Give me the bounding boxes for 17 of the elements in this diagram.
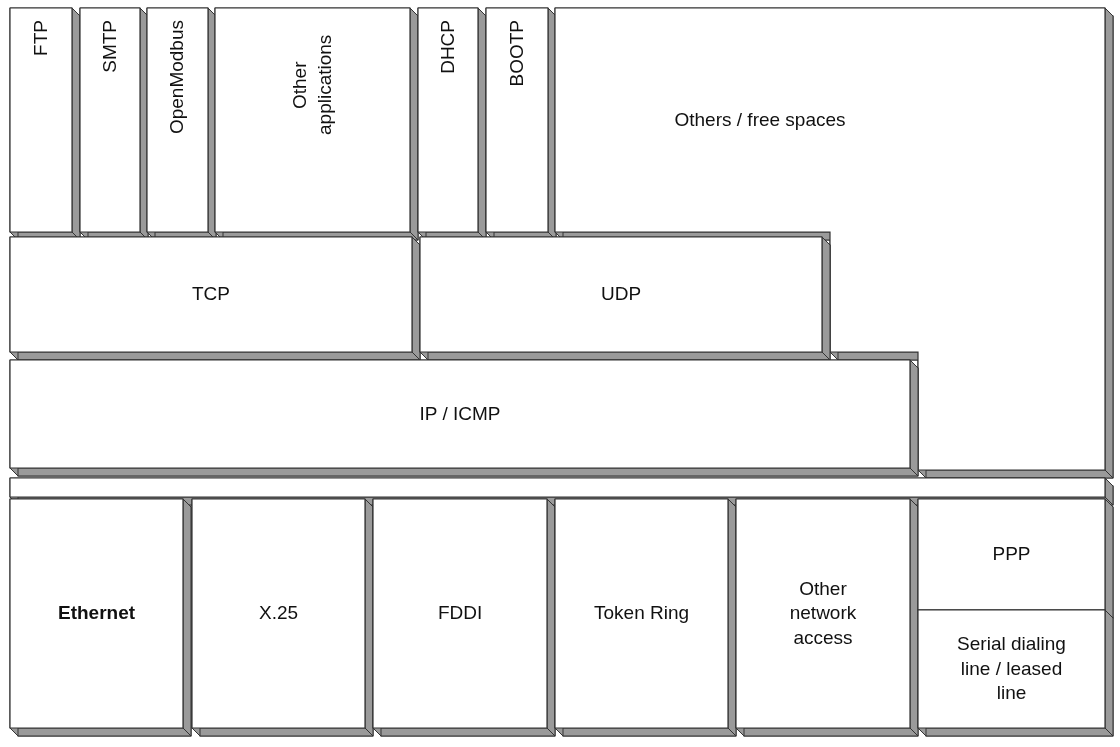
protocol-label: Ethernet bbox=[58, 601, 136, 625]
protocol-label: OpenModbus bbox=[165, 20, 188, 135]
protocol-label: X.25 bbox=[259, 601, 299, 625]
protocol-label: FTP bbox=[28, 20, 52, 56]
protocol-label: Other network access bbox=[788, 576, 858, 650]
protocol-label: Serial dialing line / leased line bbox=[956, 632, 1067, 706]
protocol-label: BOOTP bbox=[504, 20, 528, 87]
protocol-label: DHCP bbox=[435, 20, 459, 74]
protocol-label: Token Ring bbox=[594, 601, 690, 625]
protocol-label: SMTP bbox=[97, 20, 121, 73]
protocol-label: FDDI bbox=[438, 601, 483, 625]
protocol-label: PPP bbox=[992, 542, 1031, 566]
protocol-label: Others / free spaces bbox=[674, 107, 846, 132]
protocol-label: TCP bbox=[192, 282, 230, 306]
protocol-label: UDP bbox=[601, 282, 642, 306]
protocol-label: IP / ICMP bbox=[419, 401, 501, 426]
protocol-label: Other applications bbox=[288, 33, 336, 138]
